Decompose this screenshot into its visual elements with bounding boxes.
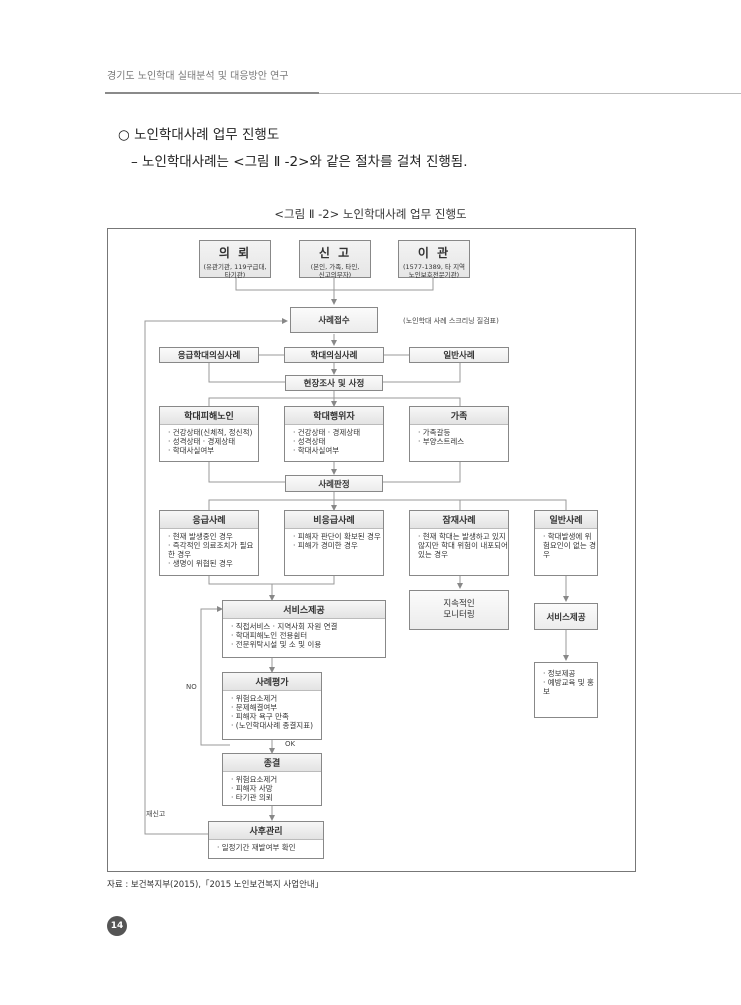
list-item: 건강상태(신체적, 정신적) bbox=[168, 428, 258, 437]
list-item: 예방교육 및 홍보 bbox=[543, 678, 597, 696]
general-result-box: 일반사례 학대발생에 위험요인이 없는 경우 bbox=[534, 510, 598, 576]
monitoring-box: 지속적인 모니터링 bbox=[409, 590, 509, 630]
list-item: (노인학대사례 종결지표) bbox=[231, 721, 321, 730]
figure-caption: <그림 Ⅱ -2> 노인학대사례 업무 진행도 bbox=[274, 207, 467, 221]
nonemergency-case-box: 비응급사례 피해자 판단이 확보된 경우 피해가 경미한 경우 bbox=[284, 510, 384, 576]
latent-case-box: 잠재사례 현재 학대는 발생하고 있지 않지만 학대 위험이 내포되어 있는 경… bbox=[409, 510, 509, 576]
section-bullet: ○ 노인학대사례 업무 진행도 bbox=[118, 127, 280, 143]
list-item: 피해자 사망 bbox=[231, 784, 321, 793]
reopen-label: 재신고 bbox=[146, 810, 166, 818]
list-item: 현재 발생중인 경우 bbox=[168, 532, 258, 541]
list-item: 정보제공 bbox=[543, 669, 597, 678]
general-service-box: 서비스제공 bbox=[534, 603, 598, 630]
list-item: 가족갈등 bbox=[418, 428, 508, 437]
list-item: 학대피해노인 전용쉼터 bbox=[231, 631, 385, 640]
nonemergency-case-title: 비응급사례 bbox=[285, 511, 383, 529]
page-number: 14 bbox=[107, 916, 127, 936]
general-result-title: 일반사례 bbox=[535, 511, 597, 529]
list-item: 일정기간 재발여부 확인 bbox=[217, 843, 323, 852]
ok-label: OK bbox=[285, 740, 296, 748]
assess-family-title: 가족 bbox=[410, 407, 508, 425]
list-item: 전문위탁시설 및 소 및 이용 bbox=[231, 640, 385, 649]
list-item: 성격상태 · 경제상태 bbox=[168, 437, 258, 446]
list-item: 성격상태 bbox=[293, 437, 383, 446]
list-item: 위험요소제거 bbox=[231, 775, 321, 784]
transfer-sub: (1577-1389, 타 지역 노인보호전문기관) bbox=[402, 263, 466, 279]
followup-box: 사후관리 일정기간 재발여부 확인 bbox=[208, 821, 324, 859]
closing-title: 종결 bbox=[223, 754, 321, 772]
list-item: 학대사실여부 bbox=[168, 446, 258, 455]
list-item: 타기관 의뢰 bbox=[231, 793, 321, 802]
case-intake-box: 사례접수 bbox=[290, 307, 378, 333]
judgment-box: 사례판정 bbox=[285, 475, 383, 492]
report-title: 신 고 bbox=[318, 246, 352, 260]
closing-box: 종결 위험요소제거 피해자 사망 타기관 의뢰 bbox=[222, 753, 322, 806]
report-sub: (본인, 가족, 타인, 신고의무자) bbox=[310, 263, 360, 279]
list-item: 위험요소제거 bbox=[231, 694, 321, 703]
service-box: 서비스제공 직접서비스 · 지역사회 자원 연결 학대피해노인 전용쉼터 전문위… bbox=[222, 600, 386, 658]
section-description: – 노인학대사례는 <그림 Ⅱ -2>와 같은 절차를 걸쳐 진행됨. bbox=[131, 154, 468, 170]
transfer-box: 이 관 (1577-1389, 타 지역 노인보호전문기관) bbox=[398, 240, 470, 279]
emergency-case-box: 응급사례 현재 발생중인 경우 즉각적인 의료조치가 필요한 경우 생명이 위협… bbox=[159, 510, 259, 576]
list-item: 즉각적인 의료조치가 필요한 경우 bbox=[168, 541, 258, 559]
referral-title: 의 뢰 bbox=[218, 246, 252, 260]
list-item: 건강상태 · 경제상태 bbox=[293, 428, 383, 437]
suspect-box: 학대의심사례 bbox=[284, 347, 384, 363]
assess-victim-title: 학대피해노인 bbox=[160, 407, 258, 425]
source-note: 자료 : 보건복지부(2015),「2015 노인보건복지 사업안내」 bbox=[107, 880, 324, 890]
list-item: 문제해결여부 bbox=[231, 703, 321, 712]
header-rule-dark bbox=[105, 92, 319, 94]
info-box: 정보제공 예방교육 및 홍보 bbox=[534, 662, 598, 718]
general-case-box: 일반사례 bbox=[409, 347, 509, 363]
assess-victim-box: 학대피해노인 건강상태(신체적, 정신적) 성격상태 · 경제상태 학대사실여부 bbox=[159, 406, 259, 462]
emergency-case-title: 응급사례 bbox=[160, 511, 258, 529]
list-item: 학대발생에 위험요인이 없는 경우 bbox=[543, 532, 597, 559]
evaluation-title: 사례평가 bbox=[223, 673, 321, 691]
list-item: 학대사실여부 bbox=[293, 446, 383, 455]
latent-case-title: 잠재사례 bbox=[410, 511, 508, 529]
assess-perpetrator-box: 학대행위자 건강상태 · 경제상태 성격상태 학대사실여부 bbox=[284, 406, 384, 462]
referral-box: 의 뢰 (유관기관, 119구급대, 타기관) bbox=[199, 240, 271, 279]
list-item: 생명이 위협된 경우 bbox=[168, 559, 258, 568]
emergency-suspect-box: 응급학대의심사례 bbox=[159, 347, 259, 363]
evaluation-box: 사례평가 위험요소제거 문제해결여부 피해자 욕구 만족 (노인학대사례 종결지… bbox=[222, 672, 322, 740]
service-title: 서비스제공 bbox=[223, 601, 385, 619]
no-label: NO bbox=[186, 683, 197, 691]
list-item: 피해가 경미한 경우 bbox=[293, 541, 383, 550]
list-item: 부양스트레스 bbox=[418, 437, 508, 446]
list-item: 피해자 욕구 만족 bbox=[231, 712, 321, 721]
running-header: 경기도 노인학대 실태분석 및 대응방안 연구 bbox=[107, 71, 289, 82]
list-item: 직접서비스 · 지역사회 자원 연결 bbox=[231, 622, 385, 631]
list-item: 현재 학대는 발생하고 있지 않지만 학대 위험이 내포되어 있는 경우 bbox=[418, 532, 508, 559]
figure-frame bbox=[107, 228, 636, 872]
list-item: 피해자 판단이 확보된 경우 bbox=[293, 532, 383, 541]
assess-family-box: 가족 가족갈등 부양스트레스 bbox=[409, 406, 509, 462]
followup-title: 사후관리 bbox=[209, 822, 323, 840]
referral-sub: (유관기관, 119구급대, 타기관) bbox=[203, 263, 267, 279]
assess-perpetrator-title: 학대행위자 bbox=[285, 407, 383, 425]
investigation-box: 현장조사 및 사정 bbox=[285, 375, 383, 391]
header-rule-light bbox=[319, 93, 741, 94]
report-box: 신 고 (본인, 가족, 타인, 신고의무자) bbox=[299, 240, 371, 279]
intake-note: (노인학대 사례 스크리닝 질검표) bbox=[403, 317, 499, 325]
transfer-title: 이 관 bbox=[417, 246, 451, 260]
